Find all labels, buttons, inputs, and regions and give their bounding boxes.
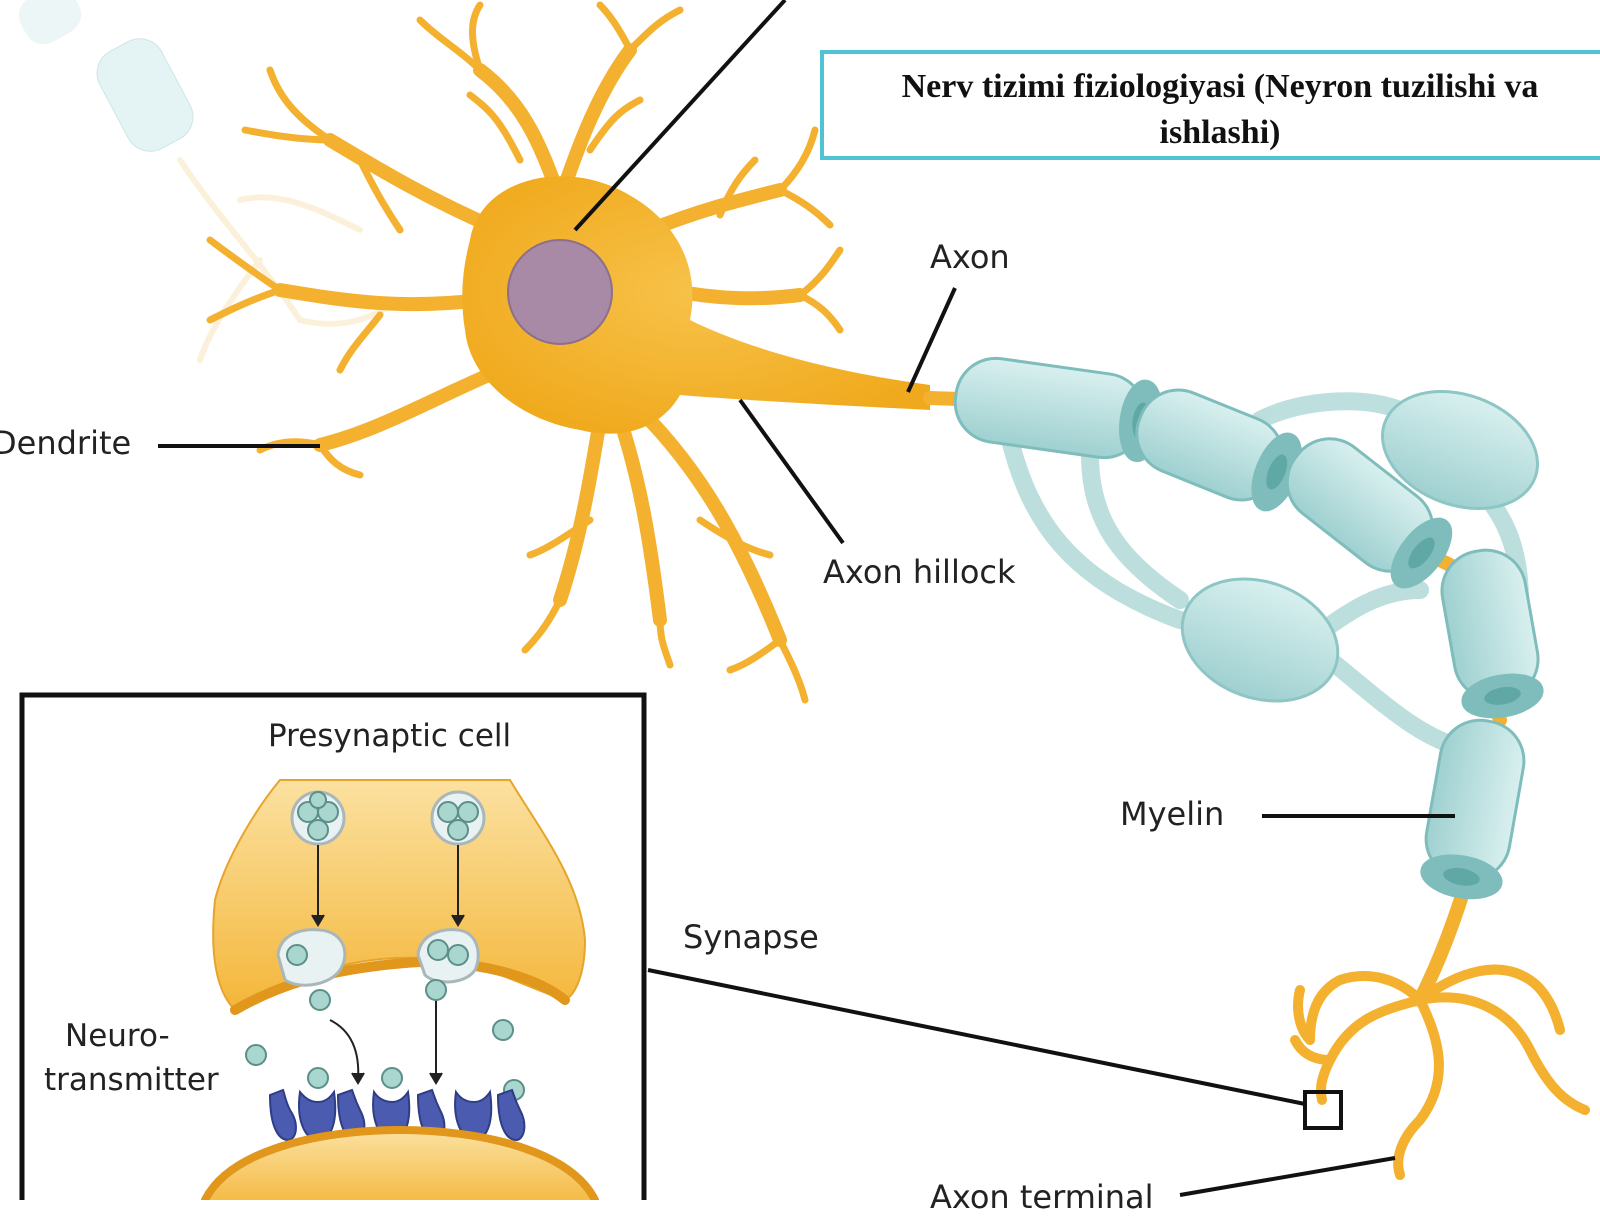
label-axon-terminal: Axon terminal: [930, 1178, 1154, 1216]
myelin-sheaths: [953, 356, 1544, 900]
cell-body: [462, 176, 930, 434]
slide-title-line-1: Nerv tizimi fiziologiyasi (Neyron tuzili…: [901, 68, 1539, 105]
label-presynaptic-cell: Presynaptic cell: [268, 718, 512, 754]
glial-cell-body-right: [1381, 390, 1539, 510]
postsynaptic-cell: [201, 1125, 599, 1214]
axon-terminals: [1290, 964, 1590, 1180]
label-axon: Axon: [930, 238, 1010, 276]
label-myelin: Myelin: [1120, 795, 1225, 833]
neurotransmitter-molecules: [245, 979, 525, 1101]
synaptic-vesicles: [276, 790, 486, 987]
synapse-marker: [1303, 1090, 1343, 1130]
leader-lines: [158, 0, 1455, 1197]
nucleus: [507, 239, 613, 345]
label-synapse: Synapse: [683, 918, 819, 956]
release-arrows: [311, 845, 465, 1085]
label-neuro: Neuro-: [65, 1018, 170, 1054]
slide-title-box: Nerv tizimi fiziologiyasi (Neyron tuzili…: [820, 50, 1600, 160]
label-transmitter: transmitter: [44, 1062, 219, 1098]
glial-cell-body-left: [1180, 577, 1340, 703]
label-axon-hillock: Axon hillock: [823, 553, 1016, 591]
label-dendrite: Dendrite: [0, 424, 132, 462]
background-myelin-segment: [18, 0, 194, 152]
slide-title-line-2: ishlashi): [1159, 114, 1281, 151]
